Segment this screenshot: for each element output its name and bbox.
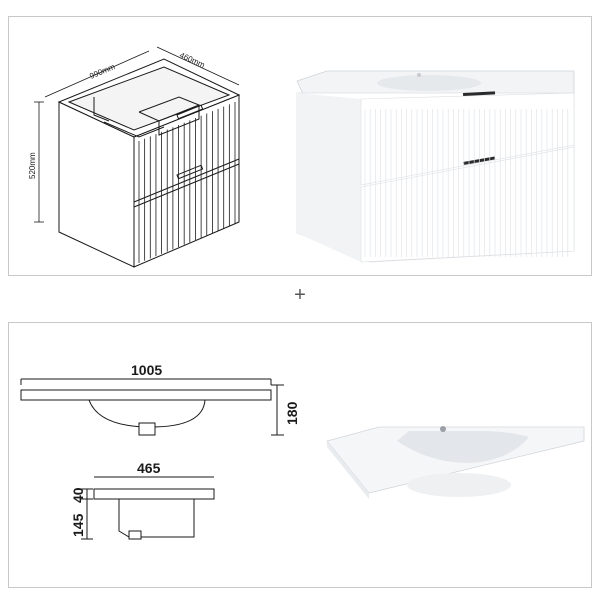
basin-drawings: 1005 180 465 40 145 xyxy=(20,362,585,540)
side-body-label: 145 xyxy=(70,513,86,537)
basin-front-view xyxy=(20,378,284,436)
plus-separator: + xyxy=(294,284,306,306)
cabinet-panel: 990mm 460mm 520mm xyxy=(8,16,592,276)
basin-panel: 1005 180 465 40 145 xyxy=(8,322,592,588)
side-depth-label: 465 xyxy=(137,460,161,476)
height-dimension-label: 520mm xyxy=(28,152,37,179)
cabinet-drawings: 990mm 460mm 520mm xyxy=(28,46,575,268)
front-height-label: 180 xyxy=(284,401,300,425)
render-fluting xyxy=(364,109,569,257)
side-lip-label: 40 xyxy=(70,487,86,503)
dimension-lines xyxy=(34,46,240,223)
basin-side-view xyxy=(81,476,215,540)
width-dimension-label: 990mm xyxy=(88,62,116,81)
cabinet-render xyxy=(296,70,575,263)
depth-dimension-label: 460mm xyxy=(178,51,206,70)
cabinet-line-drawing xyxy=(57,58,241,268)
fluted-drawer-pattern xyxy=(138,102,236,263)
basin-render xyxy=(326,426,585,499)
front-width-label: 1005 xyxy=(131,362,162,378)
